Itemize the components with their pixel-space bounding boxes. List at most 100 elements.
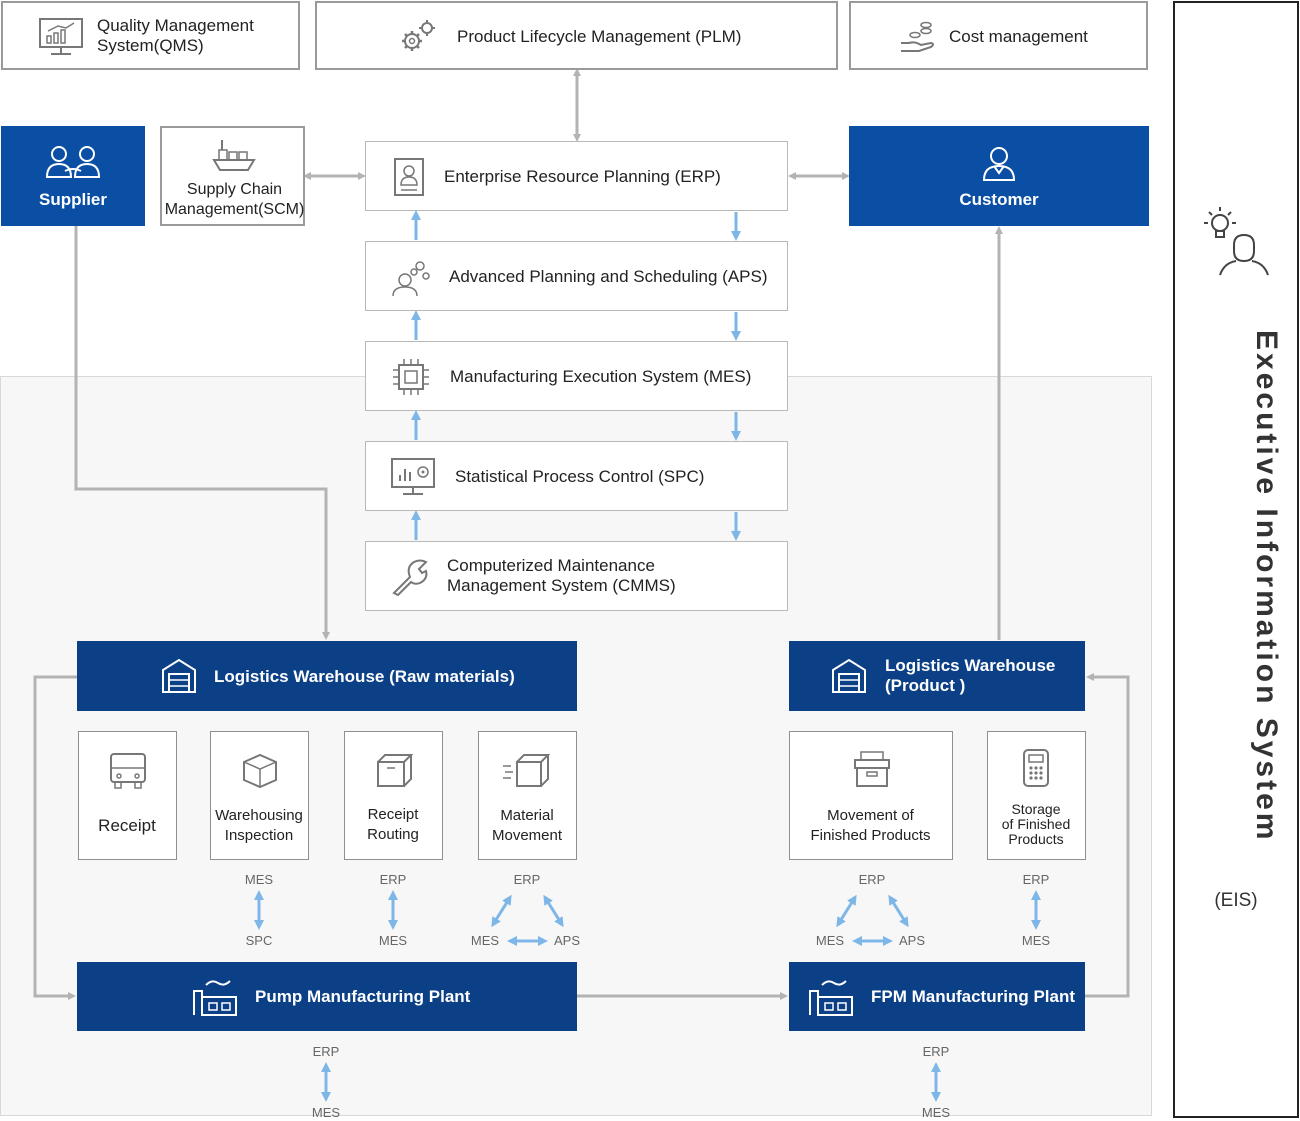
storage-finished-step[interactable]: Storage of Finished Products	[987, 731, 1086, 860]
storage-finished-label-line1: Storage	[1011, 801, 1061, 817]
pump-plant-label: Pump Manufacturing Plant	[255, 987, 471, 1006]
cargo-ship-icon	[212, 140, 256, 171]
st-link-top: ERP	[1022, 872, 1050, 887]
qms-label-line2: System(QMS)	[97, 36, 204, 55]
chip-icon	[393, 359, 429, 395]
moving-box-icon	[503, 754, 551, 787]
receipt-routing-label-line1: Receipt	[367, 806, 419, 823]
mf-link-left-label: MES	[815, 933, 845, 948]
factory-icon	[193, 980, 237, 1016]
raw-warehouse-box[interactable]: Logistics Warehouse (Raw materials)	[77, 641, 577, 711]
product-warehouse-box[interactable]: Logistics Warehouse (Product )	[789, 641, 1085, 711]
supplier-to-raw-arrow	[74, 226, 330, 640]
receipt-routing-step[interactable]: Receipt Routing	[344, 731, 443, 860]
mf-link-right	[888, 894, 909, 928]
customer-label: Customer	[959, 190, 1039, 209]
eis-title: Executive Information System	[1250, 330, 1283, 843]
truck-icon	[110, 753, 146, 789]
pump-plant-box[interactable]: Pump Manufacturing Plant	[77, 962, 577, 1031]
fpm-plant-label: FPM Manufacturing Plant	[871, 987, 1075, 1006]
spc-label: Statistical Process Control (SPC)	[455, 467, 705, 486]
mf-link-left	[836, 894, 857, 928]
gears-icon	[402, 20, 435, 51]
mm-link-right	[543, 894, 564, 928]
warehouse-icon	[162, 658, 196, 693]
cmms-label-line1: Computerized Maintenance	[447, 556, 655, 575]
keypad-icon	[1023, 749, 1049, 787]
aps-label: Advanced Planning and Scheduling (APS)	[449, 267, 768, 286]
warehousing-inspection-step[interactable]: Warehousing Inspection	[210, 731, 309, 860]
mf-link-top: ERP	[858, 872, 886, 887]
aps-box[interactable]: Advanced Planning and Scheduling (APS)	[365, 241, 788, 311]
mm-link-top: ERP	[513, 872, 541, 887]
receipt-routing-label-line2: Routing	[367, 826, 419, 843]
cost-label: Cost management	[949, 27, 1088, 46]
monitor-stats-icon	[391, 458, 435, 495]
warehousing-inspection-label-line1: Warehousing	[215, 807, 303, 824]
wh-link-bottom: SPC	[245, 933, 273, 948]
mes-box[interactable]: Manufacturing Execution System (MES)	[365, 341, 788, 411]
movement-finished-label-line1: Movement of	[827, 807, 914, 824]
pump-link-bottom: MES	[311, 1105, 341, 1120]
material-movement-label-line1: Material	[500, 807, 554, 824]
scm-label-line2: Management(SCM)	[164, 201, 305, 218]
plm-label: Product Lifecycle Management (PLM)	[457, 27, 742, 46]
qms-box[interactable]: Quality Management System(QMS)	[1, 1, 300, 70]
rr-link-bottom: MES	[378, 933, 408, 948]
supplier-people-icon	[45, 146, 101, 178]
fpm-link-bottom: MES	[921, 1105, 951, 1120]
receipt-step[interactable]: Receipt	[78, 731, 177, 860]
customer-box[interactable]: Customer	[849, 126, 1149, 226]
mm-link-left	[491, 894, 512, 928]
mf-link-right-label: APS	[898, 933, 925, 948]
mm-link-left-label: MES	[470, 933, 500, 948]
monitor-chart-icon	[39, 18, 83, 55]
eis-abbr: (EIS)	[1214, 890, 1258, 911]
rr-link-top: ERP	[379, 872, 407, 887]
factory-icon	[809, 980, 853, 1016]
movement-finished-label-line2: Finished Products	[810, 827, 931, 844]
scm-box[interactable]: Supply Chain Management(SCM)	[160, 126, 305, 226]
cmms-label-line2: Management System (CMMS)	[447, 576, 676, 595]
raw-warehouse-label: Logistics Warehouse (Raw materials)	[214, 667, 515, 686]
box-icon	[243, 753, 277, 788]
cost-box[interactable]: Cost management	[849, 1, 1148, 70]
st-link-bottom: MES	[1021, 933, 1051, 948]
storage-finished-label-line2: of Finished	[1001, 816, 1071, 832]
qms-label-line1: Quality Management	[97, 16, 254, 35]
executive-idea-icon	[1204, 207, 1269, 276]
receipt-label: Receipt	[98, 816, 156, 835]
plm-box[interactable]: Product Lifecycle Management (PLM)	[315, 1, 838, 70]
erp-box[interactable]: Enterprise Resource Planning (ERP)	[365, 141, 788, 211]
movement-finished-step[interactable]: Movement of Finished Products	[789, 731, 953, 860]
warehousing-inspection-label-line2: Inspection	[224, 827, 294, 844]
material-movement-label-line2: Movement	[491, 827, 563, 844]
warehouse-icon	[832, 658, 866, 693]
supplier-box[interactable]: Supplier	[1, 126, 145, 226]
spc-box[interactable]: Statistical Process Control (SPC)	[365, 441, 788, 511]
pump-link-top: ERP	[312, 1044, 340, 1059]
fpm-link-top: ERP	[922, 1044, 950, 1059]
fpm-to-product-arrow	[1085, 673, 1130, 998]
wh-link-top: MES	[244, 872, 274, 887]
id-card-icon	[394, 158, 424, 196]
storage-finished-label-line3: Products	[1008, 831, 1064, 847]
archive-box-icon	[854, 751, 890, 787]
mes-label: Manufacturing Execution System (MES)	[450, 367, 752, 386]
customer-user-icon	[982, 147, 1016, 181]
product-warehouse-label-line1: Logistics Warehouse	[885, 656, 1056, 675]
wrench-icon	[392, 559, 428, 597]
product-warehouse-label-line2: (Product )	[885, 676, 966, 695]
erp-label: Enterprise Resource Planning (ERP)	[444, 167, 721, 186]
package-icon	[377, 754, 413, 787]
supplier-label: Supplier	[38, 190, 107, 209]
material-movement-step[interactable]: Material Movement	[478, 731, 577, 860]
cmms-box[interactable]: Computerized Maintenance Management Syst…	[365, 541, 788, 611]
mm-link-right-label: APS	[553, 933, 580, 948]
fpm-plant-box[interactable]: FPM Manufacturing Plant	[789, 962, 1085, 1031]
eis-panel[interactable]	[1173, 1, 1299, 1118]
coins-hand-icon	[901, 21, 934, 52]
scm-label-line1: Supply Chain	[186, 181, 283, 198]
raw-to-pump-arrow	[33, 675, 77, 1000]
